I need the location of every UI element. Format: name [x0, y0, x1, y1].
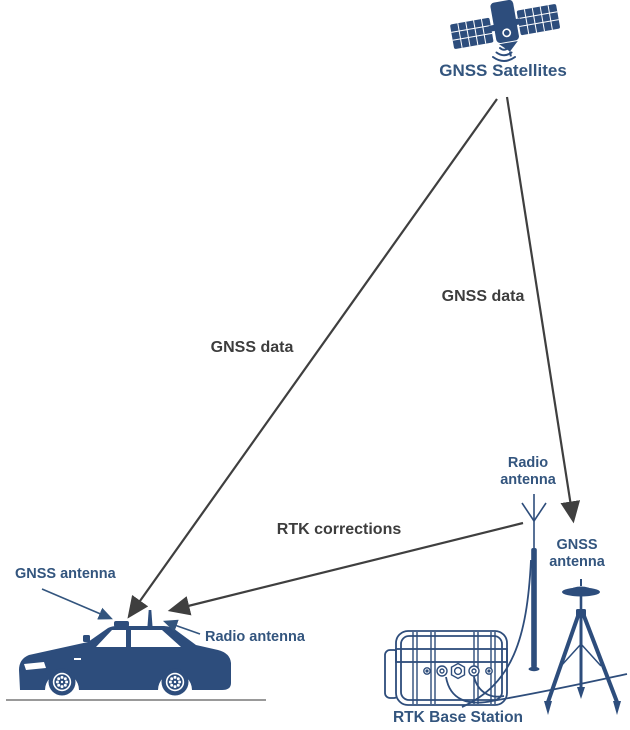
car-radio-antenna-stick: [147, 610, 153, 626]
case-connectors: [423, 662, 493, 680]
satellite-dish: [499, 41, 518, 52]
car-gnss-antenna-label: GNSS antenna: [15, 566, 116, 582]
car-front-window: [96, 630, 126, 647]
signal-waves-icon: [492, 47, 516, 62]
car-rear-wheel: [161, 668, 189, 696]
satellite-lens: [502, 28, 512, 38]
pointer-car-gnss-antenna: [41, 588, 113, 620]
rtk-corrections-label: RTK corrections: [276, 521, 402, 538]
rtk-base-station-label: RTK Base Station: [392, 709, 524, 726]
satellite-right-panel: [516, 4, 560, 36]
satellite-icon: [450, 0, 560, 57]
base-gnss-antenna-label: GNSS antenna: [549, 537, 605, 571]
gnss-data-right-label: GNSS data: [441, 288, 525, 305]
car-headlight: [24, 662, 46, 670]
car-gnss-antenna-bump: [114, 621, 129, 627]
car-rear-window: [131, 630, 181, 647]
base-cables: [445, 559, 628, 708]
case-latch-band: [395, 648, 508, 663]
satellite-left-panel: [450, 17, 494, 49]
pointer-car-radio-antenna: [162, 619, 201, 635]
radio-antenna-icon: [521, 494, 547, 672]
rtk-base-case-icon: [384, 559, 628, 708]
car-mirror: [83, 635, 90, 642]
car-radio-antenna-label: Radio antenna: [205, 629, 305, 645]
case-inner: [400, 635, 503, 701]
gnss-satellites-label: GNSS Satellites: [439, 61, 567, 80]
arrow-rtk-corrections: [167, 521, 524, 616]
rover-car-icon: [6, 610, 266, 701]
car-door-handle: [74, 658, 81, 660]
car-front-wheel: [48, 668, 76, 696]
gnss-data-left-label: GNSS data: [210, 339, 294, 356]
arrow-gnss-data-to-rover: [127, 98, 498, 619]
satellite-body: [490, 0, 519, 44]
tripod-gnss-antenna-icon: [544, 579, 621, 715]
arrow-gnss-data-to-base: [505, 96, 581, 524]
base-radio-antenna-label: Radio antenna: [500, 455, 556, 489]
